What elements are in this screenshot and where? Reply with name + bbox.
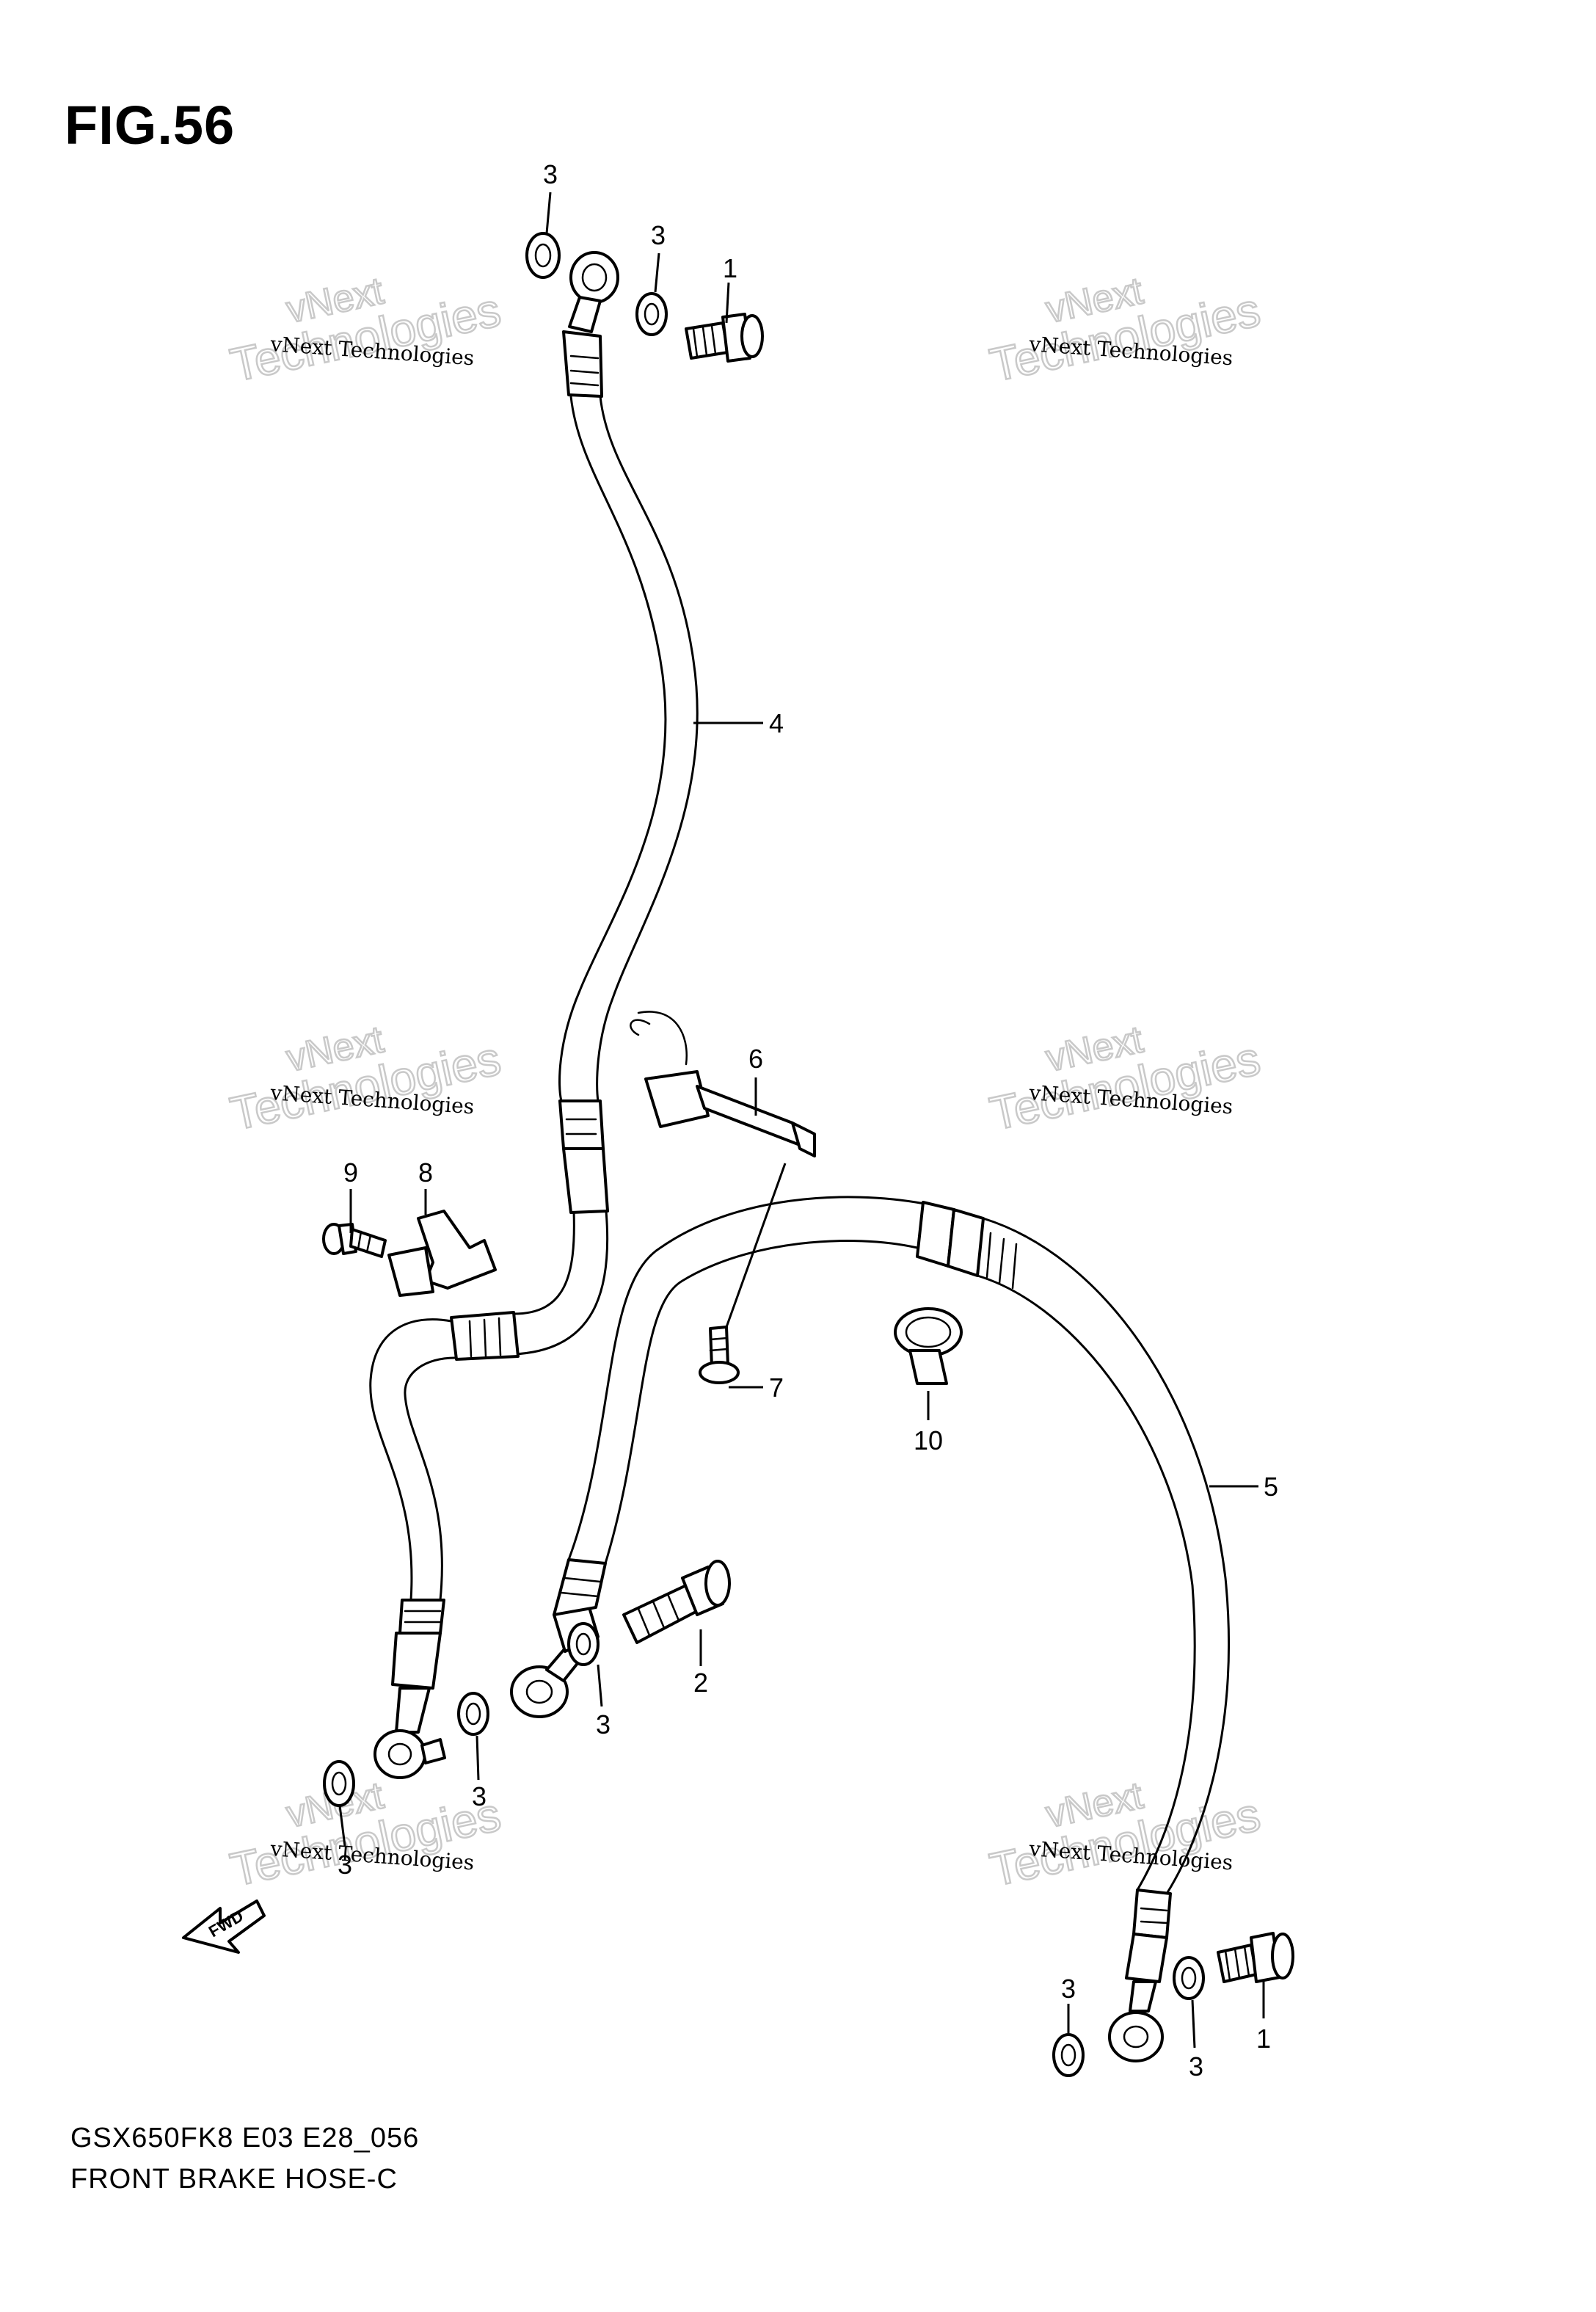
clip-10 bbox=[894, 1307, 963, 1385]
union-bolt-1-bottom bbox=[1217, 1932, 1294, 1983]
callout-3: 3 bbox=[651, 220, 666, 250]
callout-10: 10 bbox=[914, 1425, 943, 1455]
callout-1: 1 bbox=[723, 253, 737, 283]
union-bolt-1-top bbox=[685, 313, 764, 363]
washer-3-top-right bbox=[635, 292, 668, 336]
bolt-9 bbox=[322, 1223, 387, 1258]
brake-hose-4 bbox=[369, 251, 699, 1779]
callout-4: 4 bbox=[769, 708, 784, 738]
watermark-bottom-left: vNext Technologies vNext Technologies bbox=[225, 1773, 506, 1897]
callout-1: 1 bbox=[1256, 2024, 1271, 2054]
callout-3: 3 bbox=[596, 1709, 611, 1740]
banjo-fitting-bottom-right bbox=[1108, 2011, 1164, 2062]
callout-8: 8 bbox=[418, 1157, 433, 1188]
washer-3-center bbox=[567, 1622, 600, 1666]
callout-3: 3 bbox=[543, 159, 558, 189]
washer-3-top bbox=[525, 232, 561, 279]
figure-title: FIG.56 bbox=[65, 95, 236, 156]
brake-hose-5 bbox=[510, 1196, 1230, 2062]
callout-7: 7 bbox=[769, 1373, 784, 1403]
union-bolt-2 bbox=[622, 1560, 731, 1644]
fwd-arrow: FWD bbox=[182, 1900, 266, 1954]
washer-3-bottom-right-b bbox=[1052, 2033, 1085, 2077]
callout-9: 9 bbox=[343, 1157, 358, 1188]
watermark-top-left: vNext Technologies vNext Technologies bbox=[225, 269, 506, 393]
bracket-8 bbox=[387, 1210, 497, 1297]
figure-caption: FRONT BRAKE HOSE-C bbox=[70, 2164, 398, 2195]
washer-3-left bbox=[323, 1760, 355, 1807]
hose-5-end-sleeve bbox=[1132, 1889, 1172, 1939]
callout-3: 3 bbox=[338, 1850, 352, 1880]
callout-3: 3 bbox=[472, 1781, 487, 1811]
leader-lines bbox=[338, 192, 1265, 2049]
banjo-fitting-left bbox=[374, 1729, 426, 1779]
hose-4-joint-sleeve bbox=[558, 1099, 605, 1150]
callout-2: 2 bbox=[693, 1668, 708, 1698]
watermark-bottom-right: vNext Technologies vNext Technologies bbox=[985, 1773, 1266, 1897]
callout-6: 6 bbox=[748, 1044, 763, 1074]
banjo-fitting-top bbox=[569, 251, 619, 304]
model-code: GSX650FK8 E03 E28_056 bbox=[70, 2123, 420, 2153]
watermark-top-right: vNext Technologies vNext Technologies bbox=[985, 269, 1266, 393]
watermark-mid-left: vNext Technologies vNext Technologies bbox=[225, 1017, 506, 1141]
washer-3-left-mid bbox=[457, 1692, 489, 1736]
watermark-mid-right: vNext Technologies vNext Technologies bbox=[985, 1017, 1266, 1141]
hose-4-top-sleeve bbox=[562, 330, 603, 398]
banjo-fitting-center bbox=[510, 1665, 569, 1718]
callout-3: 3 bbox=[1189, 2051, 1203, 2082]
washer-3-bottom-right-a bbox=[1173, 1956, 1205, 2000]
clamp-6 bbox=[630, 1011, 816, 1157]
callout-5: 5 bbox=[1264, 1472, 1278, 1502]
callout-numbers: 3 3 1 4 6 7 8 9 10 5 2 3 3 3 3 3 1 bbox=[338, 159, 1278, 2082]
bolt-7 bbox=[699, 1326, 740, 1384]
callout-3: 3 bbox=[1061, 1974, 1076, 2004]
